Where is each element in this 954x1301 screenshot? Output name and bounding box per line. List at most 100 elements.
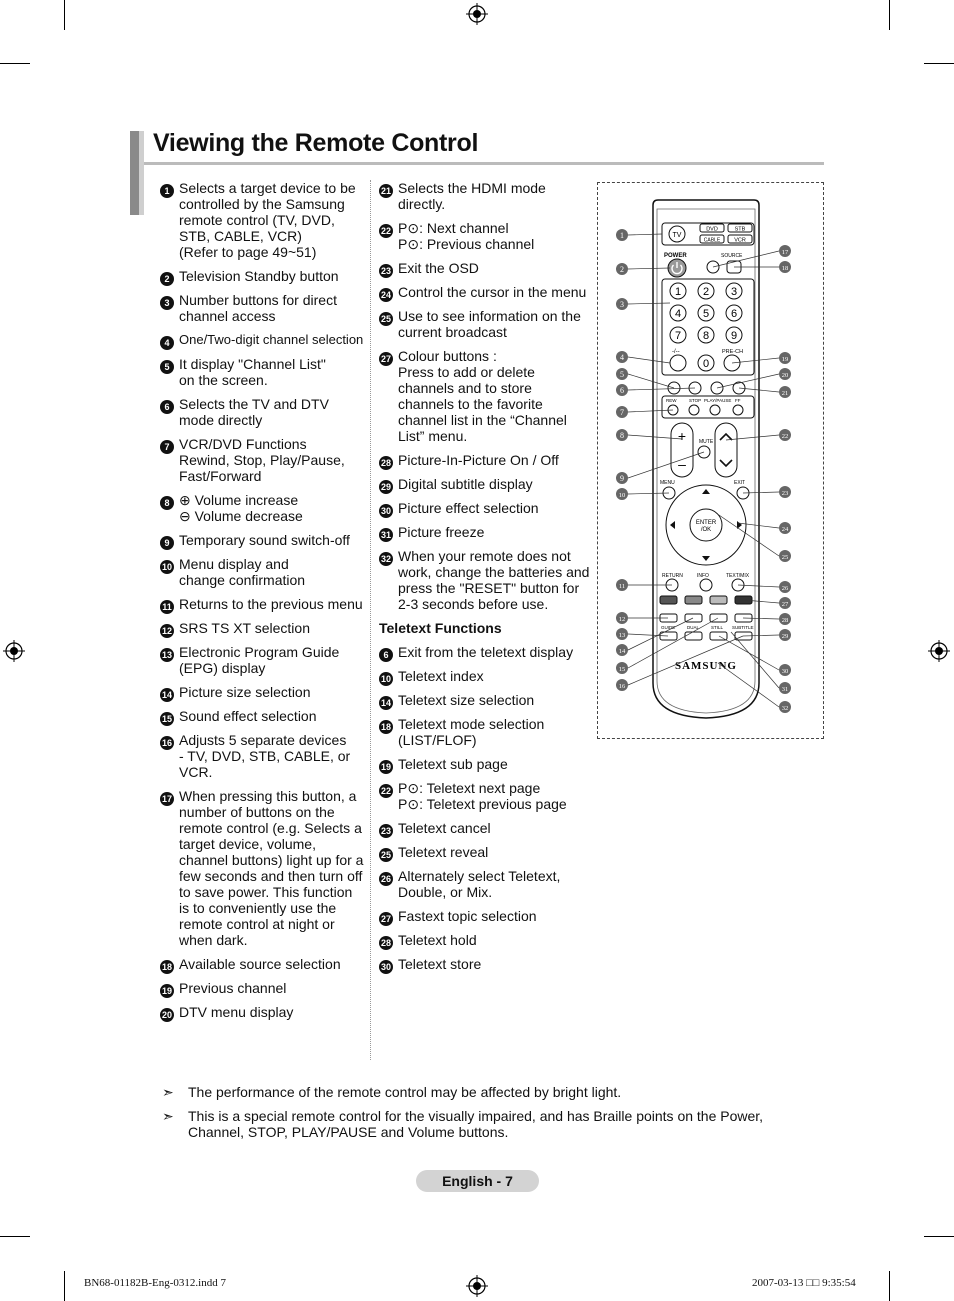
callout-badge	[779, 629, 791, 641]
registration-mark-icon	[466, 1275, 488, 1297]
source-label: SOURCE	[721, 253, 743, 259]
power-icon	[671, 264, 683, 275]
stop-button[interactable]	[688, 404, 700, 416]
rew-label: REW	[666, 398, 677, 403]
crop-mark	[924, 1236, 954, 1237]
remote-inner-outline	[656, 208, 756, 714]
callout-number: 5	[620, 370, 624, 379]
item-description: Use to see information on the current br…	[398, 308, 581, 340]
digit-button[interactable]	[697, 326, 715, 344]
callout-leader-line	[725, 434, 780, 441]
item-number: 6	[379, 648, 393, 662]
callout-number: 26	[782, 585, 789, 592]
prech-label: PRE-CH	[722, 349, 743, 355]
callout-leader-line	[627, 434, 683, 440]
item-number: 19	[379, 760, 393, 774]
dvd-label: DVD	[706, 227, 718, 233]
item-number: 12	[160, 624, 174, 638]
callout-badge	[616, 229, 628, 241]
callout-leader-line	[627, 633, 669, 637]
tv-button[interactable]	[668, 225, 686, 243]
dvd-button[interactable]	[699, 223, 725, 233]
blue-colour-button[interactable]	[734, 595, 753, 605]
callout-badge	[779, 352, 791, 364]
item-description: One/Two-digit channel selection	[179, 332, 364, 347]
item-number-badge: 15	[160, 709, 179, 726]
digit-button[interactable]	[697, 354, 715, 372]
item-number: 8	[160, 496, 174, 510]
callout-badge	[779, 581, 791, 593]
item-number: 1	[160, 184, 174, 198]
item-description: Control the cursor in the menu	[398, 284, 587, 300]
item-description: Teletext reveal	[398, 844, 489, 860]
volume-rocker[interactable]	[670, 422, 694, 478]
item-description: Number buttons for direct channel access	[179, 292, 337, 324]
page-title: Viewing the Remote Control	[153, 129, 479, 157]
play-pause-button[interactable]	[709, 404, 721, 416]
digit-button[interactable]	[669, 282, 687, 300]
digit-label: 9	[731, 330, 737, 342]
samsung-logo: SAMSUNG	[675, 660, 737, 672]
digit-button[interactable]	[697, 304, 715, 322]
volume-up-icon: +	[678, 428, 686, 444]
digit-label: 8	[703, 330, 709, 342]
channel-rocker[interactable]	[714, 422, 738, 478]
item-number-badge: 27	[379, 909, 398, 926]
item-description: Sound effect selection	[179, 708, 317, 724]
callout-leader-line	[627, 387, 696, 391]
return-label: RETURN	[662, 573, 683, 579]
arrow-down-icon	[702, 556, 710, 561]
note-arrow-icon: ➣	[162, 1084, 174, 1100]
green-colour-button[interactable]	[684, 595, 703, 605]
cable-button[interactable]	[699, 234, 725, 244]
digit-button[interactable]	[725, 304, 743, 322]
stb-button[interactable]	[727, 223, 753, 233]
callout-badge	[779, 550, 791, 562]
yellow-colour-button[interactable]	[709, 595, 728, 605]
guide-button[interactable]	[659, 631, 678, 641]
info-button[interactable]	[699, 578, 713, 592]
one-two-digit-button[interactable]	[669, 354, 687, 372]
item-number: 14	[379, 696, 393, 710]
page-number-badge: English - 7	[416, 1170, 539, 1192]
callout-number: 3	[620, 300, 624, 309]
note-arrow-icon: ➣	[162, 1108, 174, 1124]
callout-badge	[779, 682, 791, 694]
footer-timestamp: 2007-03-13 □□ 9:35:54	[752, 1277, 856, 1289]
vcr-button[interactable]	[727, 234, 753, 244]
digit-button[interactable]	[669, 304, 687, 322]
item-number: 23	[379, 824, 393, 838]
digit-button[interactable]	[697, 282, 715, 300]
enter-ok-button[interactable]	[689, 508, 723, 542]
fast-forward-button[interactable]	[732, 404, 744, 416]
digit-label: 1	[675, 286, 681, 298]
callout-number: 6	[620, 386, 624, 395]
callout-badge	[616, 263, 628, 275]
item-number: 27	[379, 912, 393, 926]
title-accent-bar	[139, 131, 144, 215]
digit-button[interactable]	[725, 282, 743, 300]
digit-button[interactable]	[725, 326, 743, 344]
digit-button[interactable]	[669, 326, 687, 344]
red-colour-button[interactable]	[659, 595, 678, 605]
registration-mark-icon	[466, 3, 488, 25]
item-description: When pressing this button, a number of b…	[179, 788, 364, 948]
dual-button[interactable]	[684, 631, 703, 641]
callout-leader-line	[737, 584, 780, 588]
item-description: ⊕ Volume increase ⊖ Volume decrease	[179, 492, 303, 524]
callout-leader-line	[627, 356, 671, 364]
crop-mark	[889, 1271, 890, 1301]
callout-leader-line	[627, 409, 674, 413]
digit-label: 2	[703, 286, 709, 298]
item-number: 29	[379, 480, 393, 494]
